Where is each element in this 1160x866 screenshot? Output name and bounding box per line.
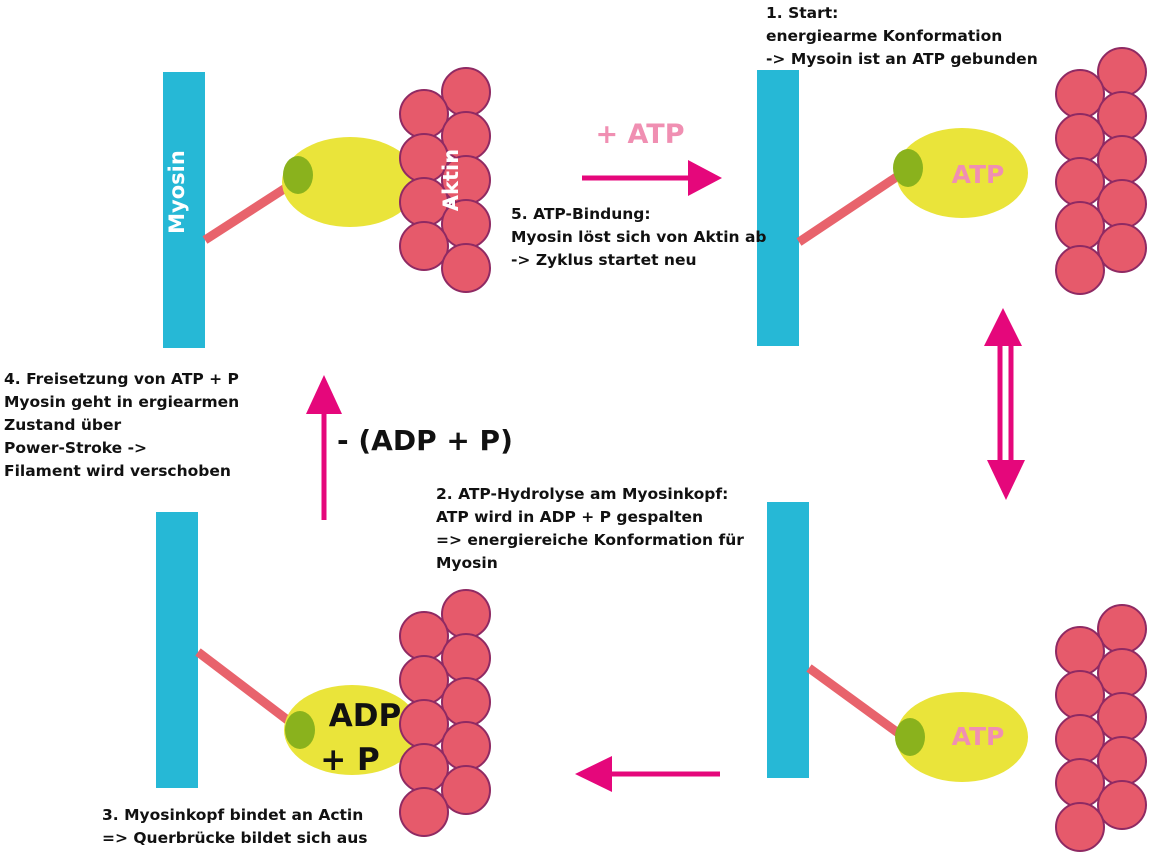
actin-filament bbox=[1055, 604, 1147, 852]
step-5-line: -> Zyklus startet neu bbox=[511, 251, 697, 269]
actin-monomer bbox=[1055, 802, 1105, 852]
myosin-filament bbox=[163, 72, 205, 348]
myosin-label: Myosin bbox=[165, 150, 189, 234]
panel-top-left: Myosin Aktin bbox=[163, 67, 491, 348]
step-4-line: Power-Stroke -> bbox=[4, 439, 148, 457]
actin-monomer bbox=[1097, 736, 1147, 786]
step-2-line: => energiereiche Konformation für bbox=[436, 531, 744, 549]
actin-monomer bbox=[1055, 201, 1105, 251]
actin-binding-site bbox=[285, 711, 315, 749]
myosin-filament bbox=[767, 502, 809, 778]
myosin-neck bbox=[195, 648, 301, 732]
actin-monomer bbox=[399, 89, 449, 139]
actin-monomer bbox=[1097, 780, 1147, 830]
actin-monomer bbox=[1055, 626, 1105, 676]
step-1-line: -> Mysoin ist an ATP gebunden bbox=[766, 50, 1038, 68]
actin-monomer bbox=[1055, 157, 1105, 207]
step-3-line: => Querbrücke bildet sich aus bbox=[102, 829, 368, 847]
actin-monomer bbox=[1097, 91, 1147, 141]
myosin-head bbox=[896, 692, 1028, 782]
actin-monomer bbox=[399, 787, 449, 837]
actin-filament bbox=[399, 67, 491, 293]
step-5-line: 5. ATP-Bindung: bbox=[511, 205, 651, 223]
step-2-text: 2. ATP-Hydrolyse am Myosinkopf: ATP wird… bbox=[436, 483, 744, 575]
actin-monomer bbox=[1097, 223, 1147, 273]
actin-monomer bbox=[1055, 714, 1105, 764]
head-atp-label: ATP bbox=[952, 722, 1005, 751]
arrow-left: - (ADP + P) bbox=[306, 375, 513, 520]
actin-monomer bbox=[441, 765, 491, 815]
myosin-head bbox=[282, 137, 418, 227]
myosin-neck bbox=[806, 664, 908, 742]
actin-filament bbox=[399, 589, 491, 837]
minus-adp-p-label: - (ADP + P) bbox=[337, 424, 513, 457]
actin-monomer bbox=[441, 633, 491, 683]
myosin-head bbox=[896, 128, 1028, 218]
myosin-neck bbox=[796, 168, 907, 246]
arrow-bottom bbox=[575, 756, 720, 792]
actin-monomer bbox=[1097, 47, 1147, 97]
actin-monomer bbox=[1097, 648, 1147, 698]
step-4-line: Filament wird verschoben bbox=[4, 462, 231, 480]
step-4-text: 4. Freisetzung von ATP + P Myosin geht i… bbox=[4, 368, 239, 483]
step-1-line: 1. Start: bbox=[766, 4, 839, 22]
actin-monomer bbox=[441, 67, 491, 117]
panel-top-right: ATP bbox=[757, 47, 1147, 346]
step-1-line: energiearme Konformation bbox=[766, 27, 1003, 45]
plus-atp-label: + ATP bbox=[595, 119, 684, 150]
step-4-line: Myosin geht in ergiearmen bbox=[4, 393, 240, 411]
actin-label: Aktin bbox=[439, 149, 463, 211]
myosin-head bbox=[284, 685, 420, 775]
actin-monomer bbox=[1055, 670, 1105, 720]
head-adp-label: ADP bbox=[329, 698, 401, 734]
myosin-filament bbox=[156, 512, 198, 788]
actin-monomer bbox=[1055, 113, 1105, 163]
head-p-label: + P bbox=[320, 742, 380, 778]
actin-monomer bbox=[1097, 179, 1147, 229]
step-2-line: 2. ATP-Hydrolyse am Myosinkopf: bbox=[436, 485, 729, 503]
actin-binding-site bbox=[893, 149, 923, 187]
panel-bottom-right: ATP bbox=[767, 502, 1147, 852]
actin-monomer bbox=[1097, 604, 1147, 654]
actin-monomer bbox=[399, 743, 449, 793]
step-3-text: 3. Myosinkopf bindet an Actin => Querbrü… bbox=[102, 804, 368, 850]
step-4-line: 4. Freisetzung von ATP + P bbox=[4, 370, 239, 388]
step-2-line: Myosin bbox=[436, 554, 498, 572]
step-2-line: ATP wird in ADP + P gespalten bbox=[436, 508, 704, 526]
actin-monomer bbox=[1097, 135, 1147, 185]
panel-bottom-left: ADP + P bbox=[156, 512, 491, 837]
arrow-top: + ATP bbox=[582, 119, 722, 196]
actin-binding-site bbox=[895, 718, 925, 756]
actin-monomer bbox=[1055, 245, 1105, 295]
actin-binding-site bbox=[283, 156, 313, 194]
actin-monomer bbox=[1055, 69, 1105, 119]
arrow-right-double bbox=[984, 308, 1025, 500]
actin-monomer bbox=[441, 677, 491, 727]
step-3-line: 3. Myosinkopf bindet an Actin bbox=[102, 806, 364, 824]
head-atp-label: ATP bbox=[952, 160, 1005, 189]
myosin-filament bbox=[757, 70, 799, 346]
step-5-line: Myosin löst sich von Aktin ab bbox=[511, 228, 767, 246]
actin-monomer bbox=[441, 589, 491, 639]
myosin-neck bbox=[202, 176, 301, 244]
actin-monomer bbox=[1055, 758, 1105, 808]
actin-monomer bbox=[441, 721, 491, 771]
actin-monomer bbox=[399, 221, 449, 271]
step-4-line: Zustand über bbox=[4, 416, 122, 434]
actin-monomer bbox=[399, 655, 449, 705]
actin-monomer bbox=[1097, 692, 1147, 742]
step-5-text: 5. ATP-Bindung: Myosin löst sich von Akt… bbox=[511, 203, 767, 272]
actin-filament bbox=[1055, 47, 1147, 295]
step-1-text: 1. Start: energiearme Konformation -> My… bbox=[766, 2, 1038, 71]
actin-monomer bbox=[441, 243, 491, 293]
actin-monomer bbox=[399, 699, 449, 749]
actin-monomer bbox=[399, 611, 449, 661]
